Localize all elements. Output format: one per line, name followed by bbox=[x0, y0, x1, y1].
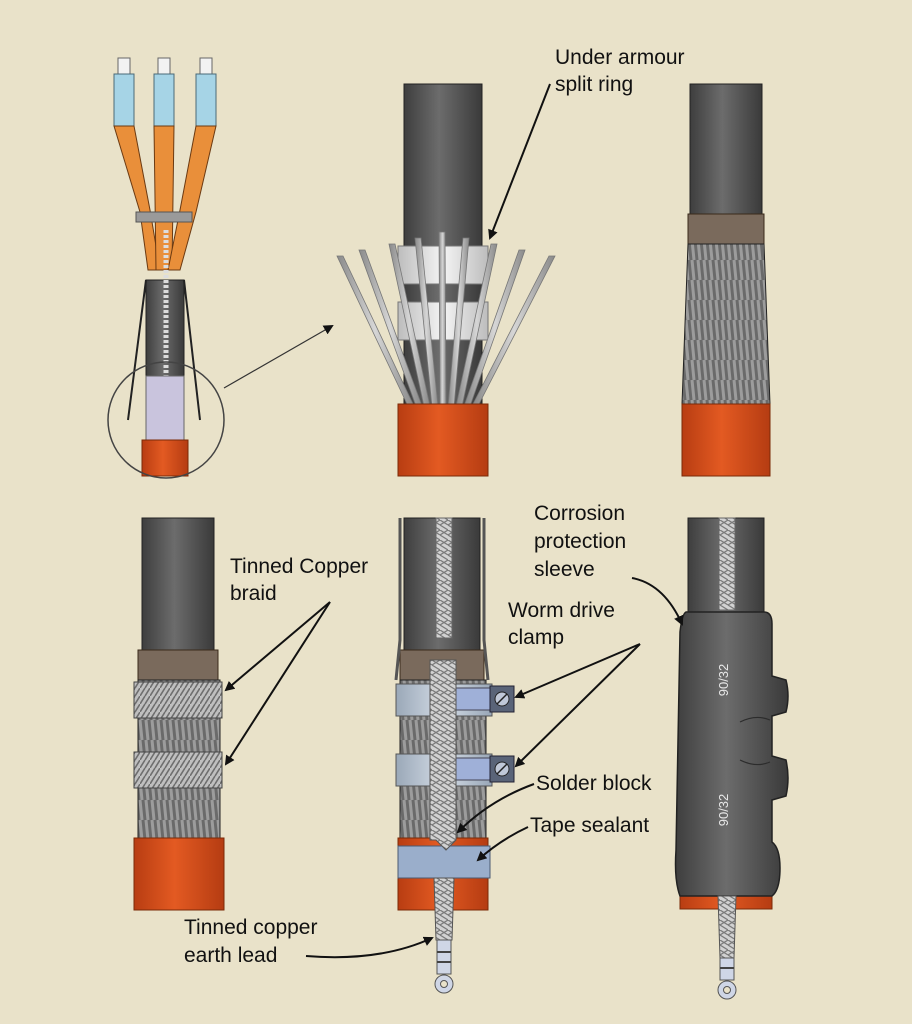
tinned-copper-braid-upper bbox=[133, 681, 223, 719]
leader-arrow bbox=[456, 783, 535, 834]
label-line: braid bbox=[230, 582, 277, 605]
armour-wires bbox=[145, 375, 185, 441]
label-line: Worm drive bbox=[508, 599, 615, 622]
label-under-armour-split-ring: Under armour split ring bbox=[488, 46, 685, 240]
armour-wires-laid-back bbox=[681, 243, 771, 405]
bedding bbox=[397, 403, 489, 477]
sleeve-stage: 90/32 90/32 bbox=[674, 517, 789, 1000]
armour-laid-back-stage bbox=[681, 83, 771, 477]
label-line: Tinned Copper bbox=[230, 555, 368, 578]
solder-block bbox=[429, 659, 457, 851]
binding-tape bbox=[137, 649, 219, 681]
label-tape-sealant: Tape sealant bbox=[476, 814, 649, 862]
earth-lead bbox=[717, 895, 737, 959]
tape-sealant-band bbox=[397, 845, 491, 879]
bedding bbox=[681, 403, 771, 477]
bedding bbox=[133, 837, 225, 911]
armour-wire-fan bbox=[336, 231, 556, 405]
leader-arrow bbox=[631, 577, 684, 626]
earth-lead bbox=[433, 877, 455, 941]
label-line: Corrosion bbox=[534, 502, 625, 525]
sleeve-mark-upper: 90/32 bbox=[716, 664, 731, 697]
label-line: earth lead bbox=[184, 944, 277, 967]
label-text: Tape sealant bbox=[530, 814, 649, 837]
earth-lead-upper bbox=[718, 517, 736, 611]
leader-arrow bbox=[488, 83, 551, 240]
label-tinned-copper-earth-lead: Tinned copper earth lead bbox=[184, 916, 434, 967]
braid-stage bbox=[133, 517, 225, 911]
detail-arrow bbox=[223, 325, 334, 389]
stripped-cable-overview bbox=[107, 57, 334, 479]
core-1 bbox=[113, 57, 161, 271]
core-binder bbox=[135, 211, 193, 223]
leader-arrow bbox=[476, 826, 529, 862]
earth-lead-upper bbox=[435, 517, 453, 639]
bedding bbox=[141, 439, 189, 477]
leader-arrow bbox=[305, 936, 434, 959]
leader-arrow bbox=[224, 601, 331, 766]
label-line: split ring bbox=[555, 73, 633, 96]
armour-wire bbox=[438, 231, 447, 405]
label-corrosion-protection-sleeve: Corrosion protection sleeve bbox=[534, 502, 684, 626]
label-text: Solder block bbox=[536, 772, 652, 795]
leader-arrow bbox=[224, 601, 331, 692]
label-line: Under armour bbox=[555, 46, 685, 69]
core-3 bbox=[167, 57, 217, 271]
leader-arrow bbox=[514, 643, 641, 699]
label-line: clamp bbox=[508, 626, 564, 649]
tinned-copper-braid-lower bbox=[133, 751, 223, 789]
label-line: sleeve bbox=[534, 558, 595, 581]
outer-sheath bbox=[141, 517, 215, 659]
corrosion-protection-sleeve bbox=[674, 611, 789, 897]
split-ring-stage bbox=[336, 83, 556, 477]
label-solder-block: Solder block bbox=[456, 772, 652, 834]
label-line: protection bbox=[534, 530, 626, 553]
binding-tape bbox=[687, 213, 765, 245]
core-2 bbox=[153, 57, 175, 271]
sleeve-mark-lower: 90/32 bbox=[716, 794, 731, 827]
clamp-stage bbox=[394, 517, 515, 994]
label-tinned-copper-braid: Tinned Copper braid bbox=[224, 555, 368, 766]
detail-circle bbox=[107, 361, 225, 479]
leader-arrow bbox=[514, 643, 641, 768]
label-worm-drive-clamp: Worm drive clamp bbox=[508, 599, 641, 768]
label-line: Tinned copper bbox=[184, 916, 317, 939]
